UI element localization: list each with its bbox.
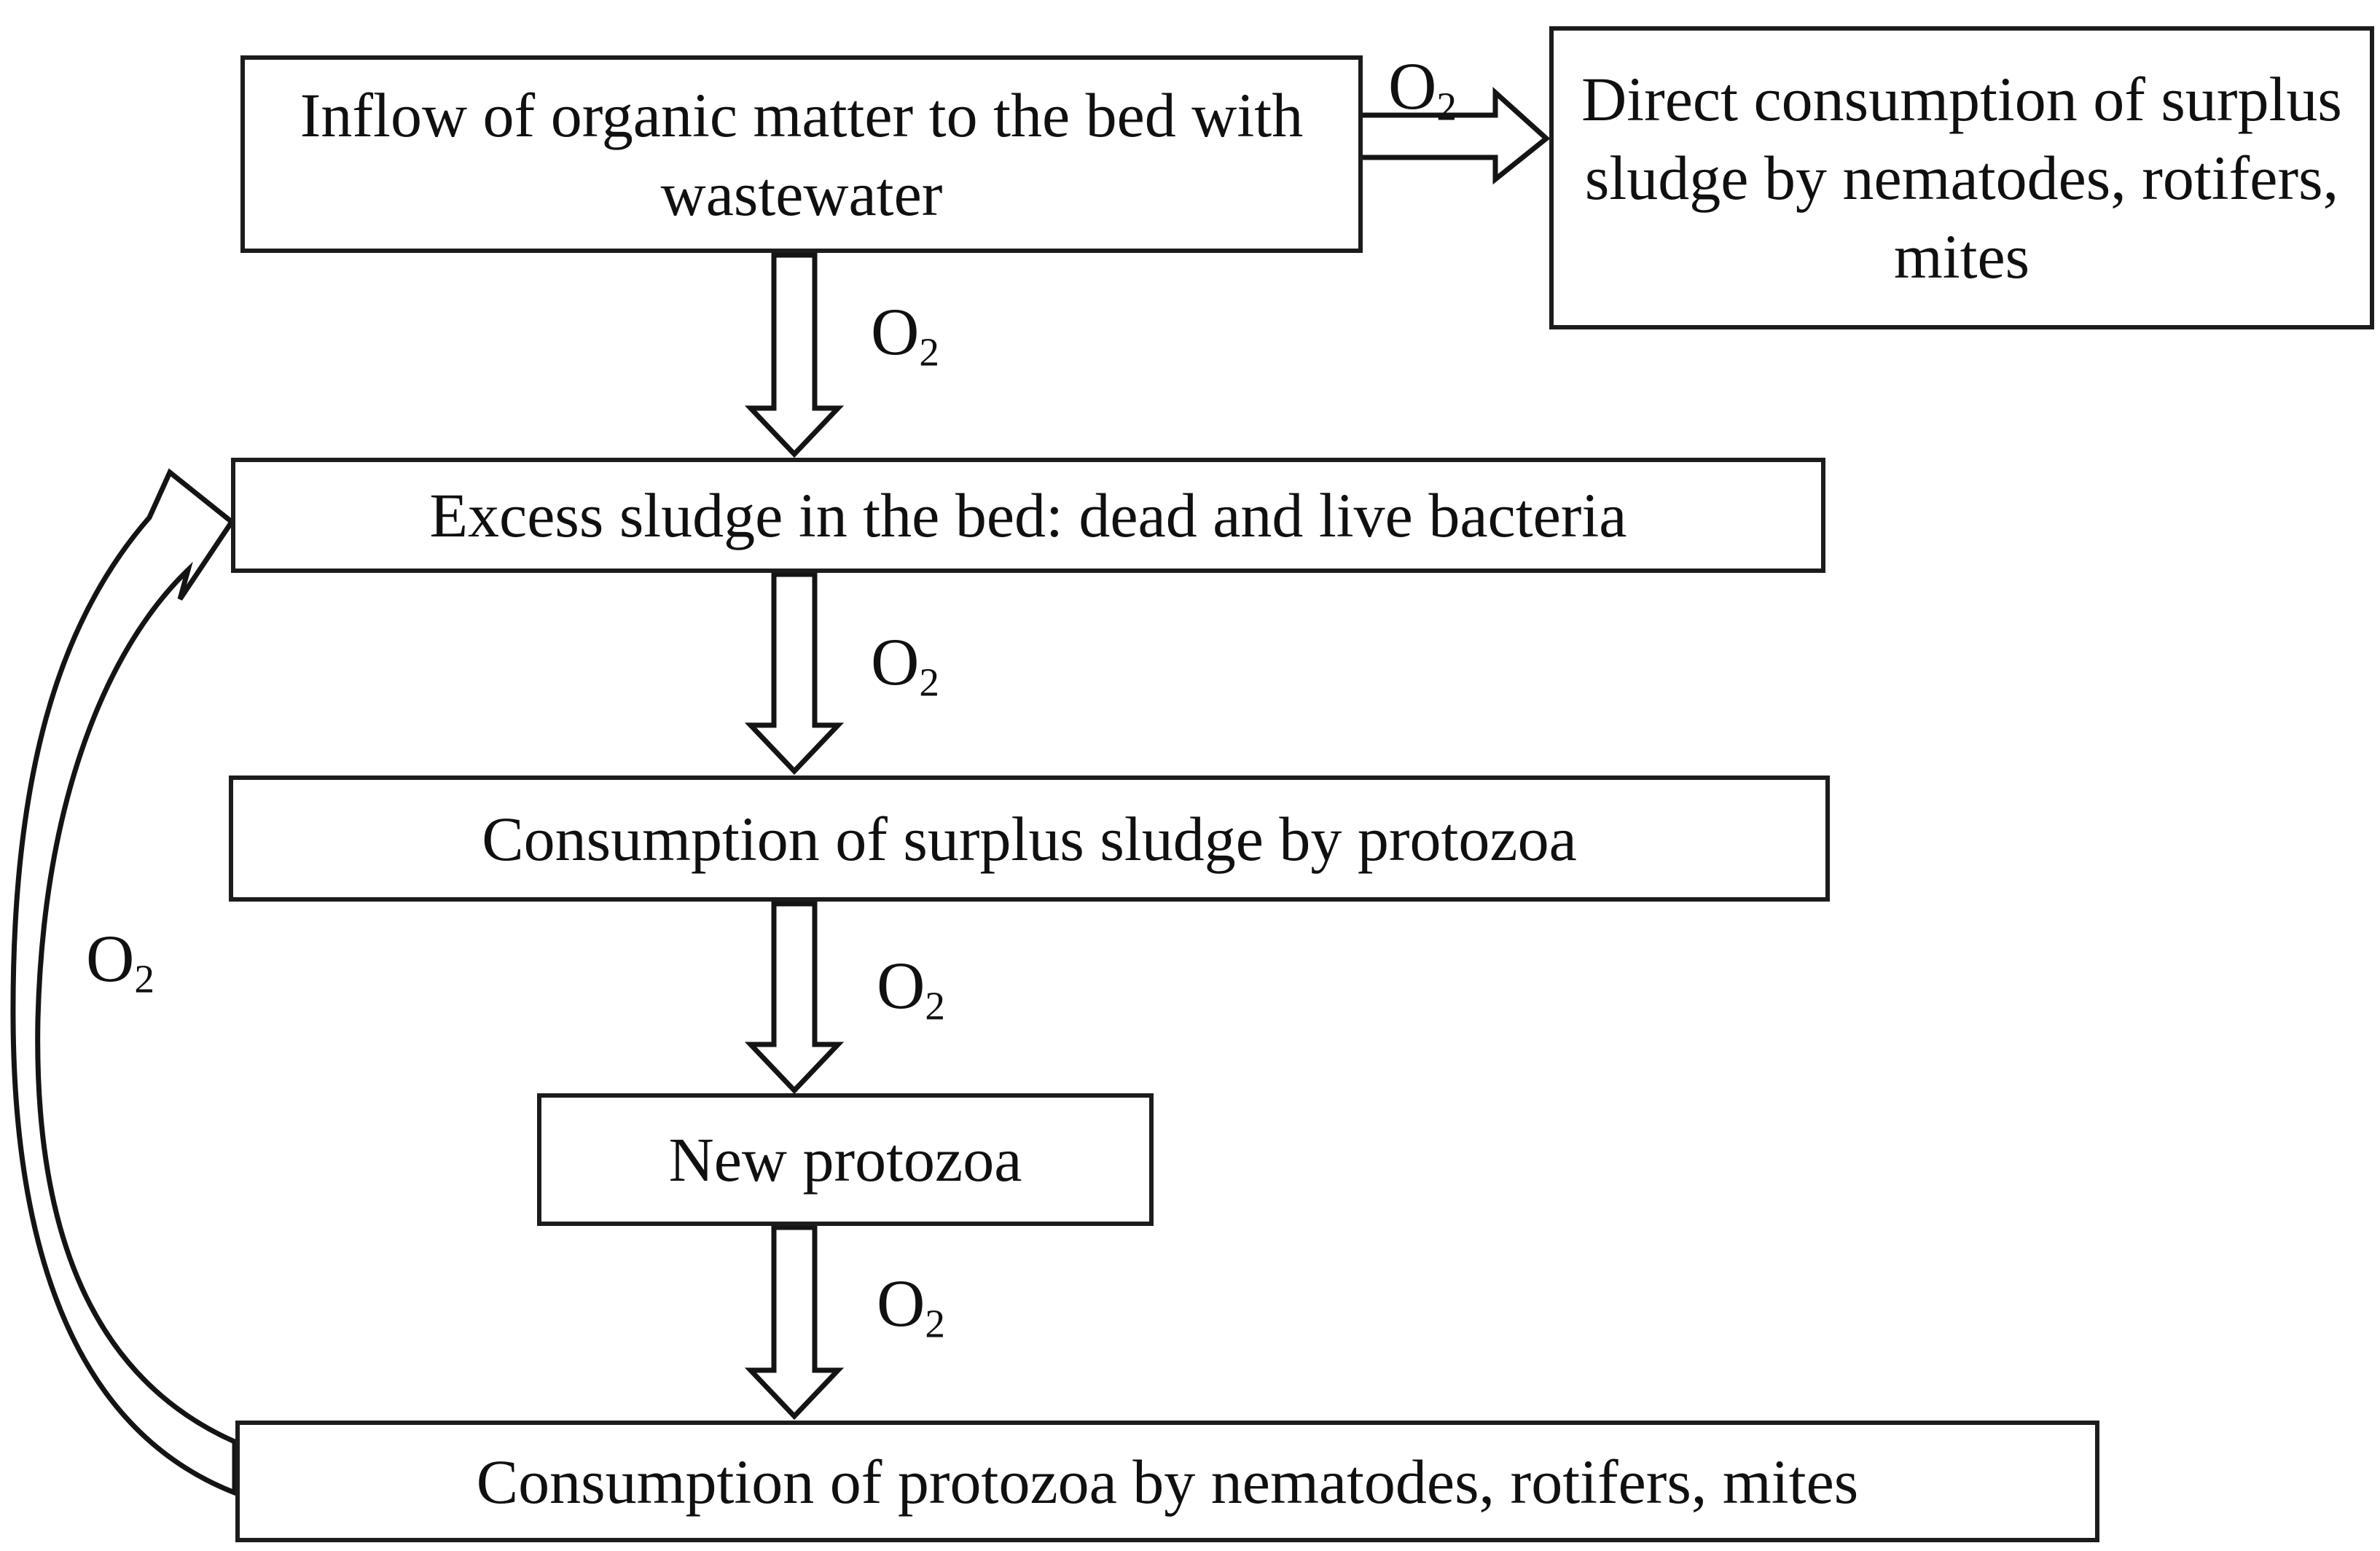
down-arrow-excess-to-consumption-icon [744, 571, 845, 776]
box-inflow-line-2: wastewater [660, 158, 943, 229]
o2-subscript: 2 [134, 956, 155, 1001]
box-direct-consumption-line-2: sludge by nematodes, rotifers, [1584, 143, 2339, 213]
o2-subscript: 2 [919, 660, 940, 705]
o2-base: O [870, 625, 920, 699]
box-new-protozoa: New protozoa [537, 1093, 1154, 1226]
curved-arrow-feedback-icon [10, 468, 238, 1497]
o2-base: O [870, 294, 920, 369]
box-excess-sludge: Excess sludge in the bed: dead and live … [231, 458, 1825, 573]
down-arrow-consumption-to-new-protozoa-icon [744, 901, 845, 1095]
box-direct-consumption-line-1: Direct consumption of surplus [1581, 64, 2342, 134]
box-consumption-by-nematodes-line-1: Consumption of protozoa by nematodes, ro… [476, 1446, 1859, 1517]
o2-subscript: 2 [925, 1301, 946, 1346]
down-arrow-inflow-to-excess-icon [744, 252, 845, 458]
box-consumption-by-protozoa: Consumption of surplus sludge by protozo… [229, 776, 1830, 902]
box-consumption-by-protozoa-line-1: Consumption of surplus sludge by protozo… [482, 803, 1577, 874]
o2-label-right-arrow: O2 [1387, 49, 1457, 127]
o2-base: O [1387, 49, 1437, 123]
box-inflow-line-1: Inflow of organic matter to the bed with [300, 79, 1304, 150]
right-arrow-inflow-to-direct-icon [1347, 87, 1551, 185]
box-direct-consumption-line-3: mites [1893, 222, 2030, 292]
box-new-protozoa-line-1: New protozoa [668, 1125, 1022, 1195]
o2-subscript: 2 [1436, 84, 1457, 129]
o2-label-arrow-1: O2 [871, 298, 939, 372]
o2-label-arrow-4: O2 [877, 1270, 945, 1344]
down-arrow-new-protozoa-to-nematodes-icon [744, 1224, 845, 1421]
o2-base: O [876, 948, 925, 1023]
o2-subscript: 2 [919, 329, 940, 375]
box-excess-sludge-line-1: Excess sludge in the bed: dead and live … [429, 480, 1627, 550]
o2-subscript: 2 [925, 983, 946, 1028]
o2-label-arrow-2: O2 [871, 628, 939, 703]
o2-label-feedback-arrow: O2 [86, 925, 154, 999]
o2-label-arrow-3: O2 [877, 952, 945, 1026]
o2-base: O [876, 1266, 925, 1340]
o2-base: O [85, 921, 135, 996]
box-direct-consumption: Direct consumption of surplus sludge by … [1549, 26, 2374, 329]
box-inflow: Inflow of organic matter to the bed with… [240, 55, 1363, 253]
box-consumption-by-nematodes: Consumption of protozoa by nematodes, ro… [235, 1421, 2099, 1542]
